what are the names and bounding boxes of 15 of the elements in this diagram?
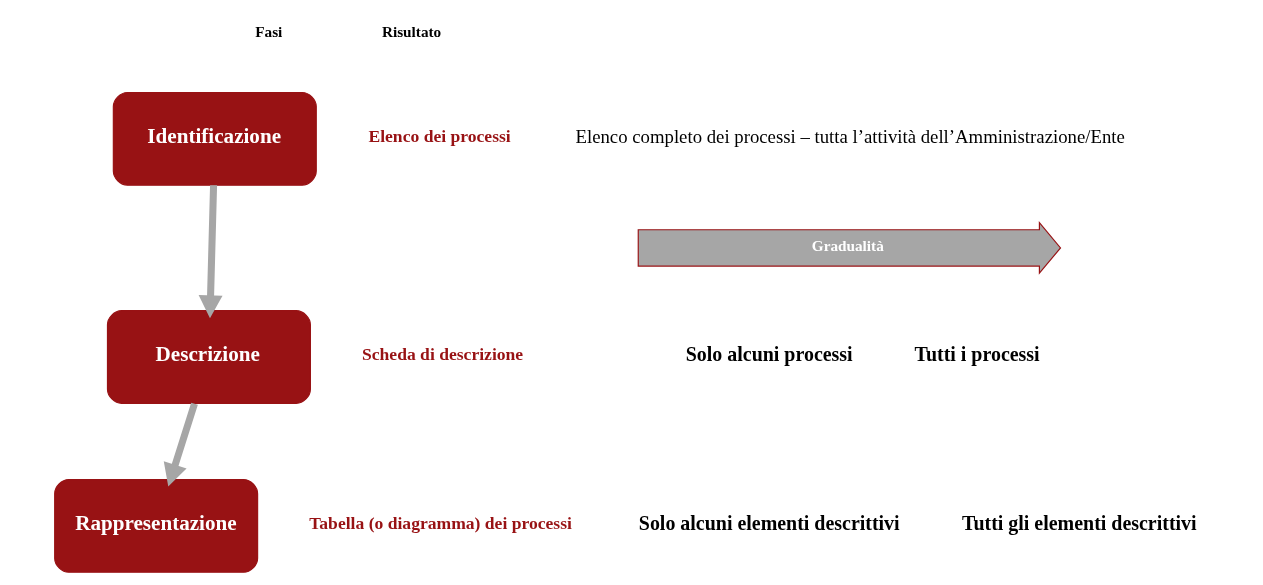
label: Fasi [255,22,283,40]
node-box: Identificazione [112,91,317,186]
label: Solo alcuni processi [685,342,853,365]
arrow [163,402,198,487]
arrow [198,185,223,319]
label: Elenco completo dei processi – tutta l’attività dell’Amministrazione/Ente [575,126,1125,148]
label: Solo alcuni elementi descrittivi [638,511,900,534]
label: Tutti i processi [914,342,1040,365]
label: Tabella (o diagramma) dei processi [309,512,572,533]
label: Elenco dei processi [368,125,511,146]
label: Risultato [381,22,442,40]
label: Scheda di descrizione [362,343,524,364]
node-box: Descrizione [106,310,311,404]
node-box: Rappresentazione [54,479,259,573]
label: Tutti gli elementi descrittivi [961,511,1197,534]
